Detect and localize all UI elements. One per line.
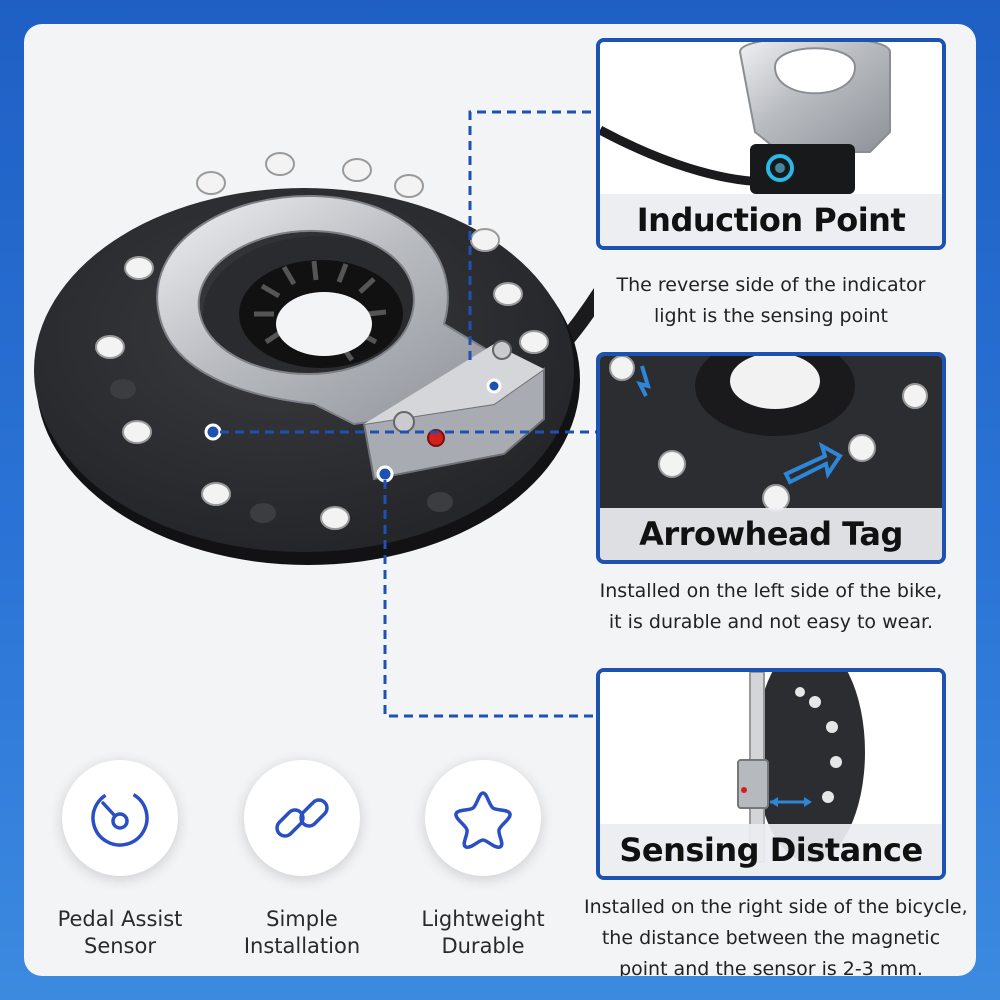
chain-link-icon	[244, 760, 360, 876]
gauge-icon	[62, 760, 178, 876]
feature-lightweight-durable: Lightweight Durable	[408, 760, 558, 960]
feature-simple-installation-label: Simple Installation	[243, 907, 361, 958]
feature-pedal-assist: Pedal Assist Sensor	[45, 760, 195, 960]
induction-point-panel: Induction Point	[596, 38, 946, 250]
arrowhead-tag-title: Arrowhead Tag	[600, 508, 942, 560]
feature-lightweight-durable-label: Lightweight Durable	[421, 907, 545, 958]
induction-point-description: The reverse side of the indicator light …	[616, 274, 926, 327]
sensing-distance-description: Installed on the right side of the bicyc…	[584, 896, 968, 976]
feature-pedal-assist-label: Pedal Assist Sensor	[57, 907, 183, 958]
feature-simple-installation: Simple Installation	[227, 760, 377, 960]
sensing-distance-title: Sensing Distance	[600, 824, 942, 876]
content-card: Induction Point The reverse side of the …	[24, 24, 976, 976]
sensing-distance-panel: Sensing Distance	[596, 668, 946, 880]
arrowhead-tag-panel: Arrowhead Tag	[596, 352, 946, 564]
star-badge-icon	[425, 760, 541, 876]
induction-point-title: Induction Point	[600, 194, 942, 246]
arrowhead-tag-description: Installed on the left side of the bike, …	[599, 580, 943, 633]
pedal-sensor-product-image	[34, 152, 594, 565]
